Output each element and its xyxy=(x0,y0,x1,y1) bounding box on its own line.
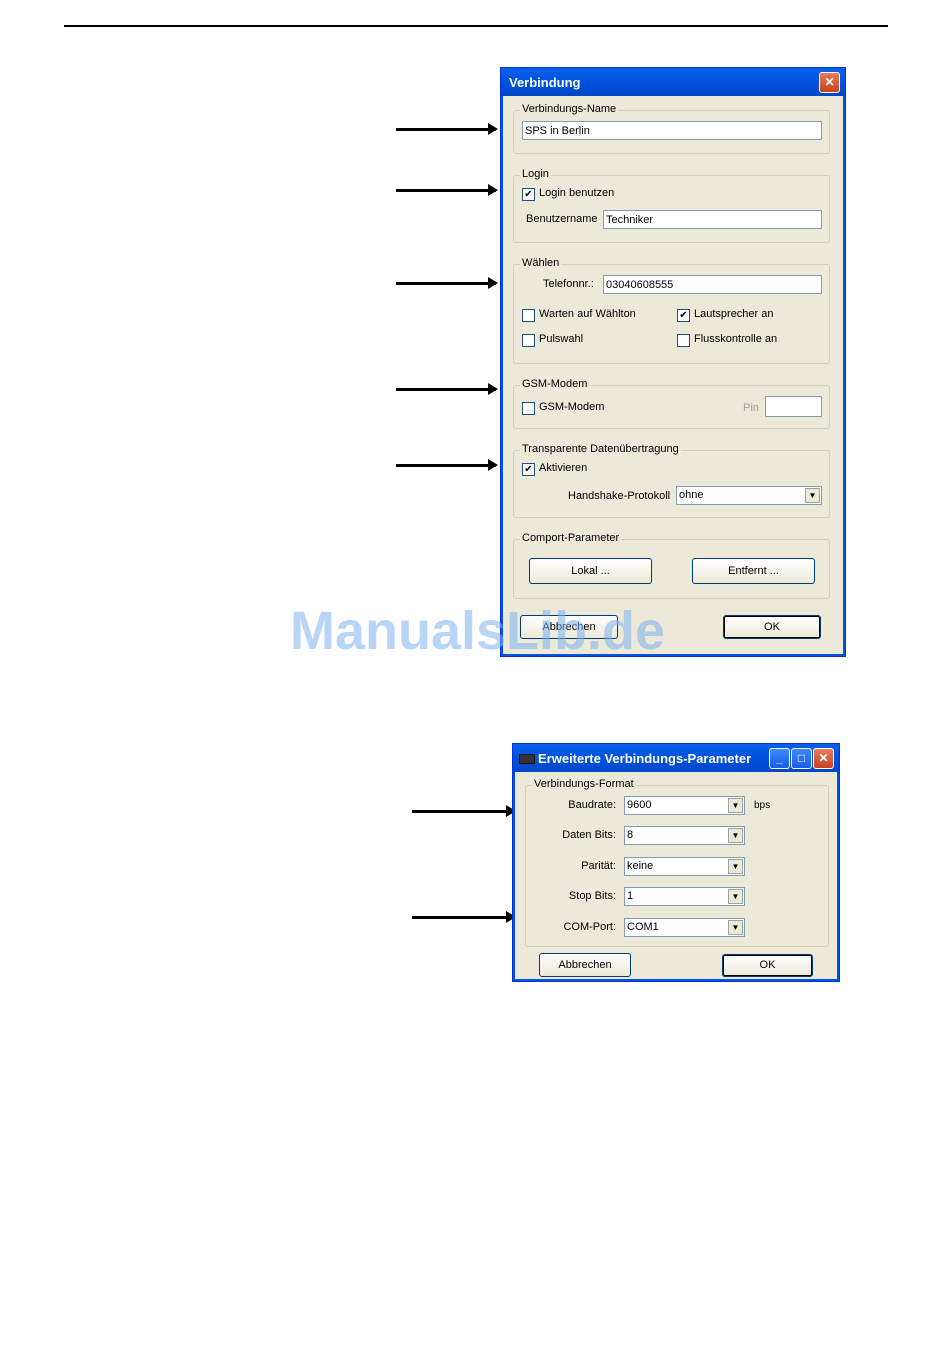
stop-bits-value: 1 xyxy=(627,890,634,902)
baudrate-label: Baudrate: xyxy=(568,799,616,811)
chevron-down-icon[interactable]: ▼ xyxy=(728,828,743,843)
group-legend: Verbindungs-Format xyxy=(532,778,636,790)
pulse-dial-label: Pulswahl xyxy=(539,333,584,345)
username-label: Benutzername xyxy=(526,213,598,225)
pin-label: Pin xyxy=(743,402,759,414)
transparent-transfer-group: Transparente Datenübertragung ✔ Aktivier… xyxy=(513,443,830,518)
handshake-value: ohne xyxy=(679,489,704,501)
chevron-down-icon[interactable]: ▼ xyxy=(728,798,743,813)
stop-bits-select[interactable]: 1 ▼ xyxy=(624,887,745,906)
watermark: ManualsLib.de xyxy=(290,601,666,661)
wait-dialtone-checkbox[interactable] xyxy=(522,309,535,322)
title-bar[interactable]: Erweiterte Verbindungs-Parameter _ □ ✕ xyxy=(513,744,839,772)
baudrate-unit: bps xyxy=(754,800,771,811)
login-checkbox[interactable]: ✔ xyxy=(522,188,535,201)
app-icon xyxy=(519,754,535,764)
wait-dialtone-label: Warten auf Wählton xyxy=(539,308,636,320)
phone-label: Telefonnr.: xyxy=(543,278,594,290)
baudrate-value: 9600 xyxy=(627,799,652,811)
group-legend: GSM-Modem xyxy=(520,378,590,390)
connection-format-group: Verbindungs-Format Baudrate: 9600 ▼ bps … xyxy=(525,778,829,947)
close-icon[interactable]: ✕ xyxy=(819,72,840,93)
top-rule xyxy=(64,25,888,27)
chevron-down-icon[interactable]: ▼ xyxy=(728,920,743,935)
connection-name-input[interactable]: SPS in Berlin xyxy=(522,121,822,140)
ok-button[interactable]: OK xyxy=(722,954,813,977)
pointer-arrow xyxy=(412,805,516,817)
baudrate-select[interactable]: 9600 ▼ xyxy=(624,796,745,815)
activate-label: Aktivieren xyxy=(539,462,588,474)
cancel-button[interactable]: Abbrechen xyxy=(539,953,631,977)
title-bar[interactable]: Verbindung ✕ xyxy=(501,68,845,96)
gsm-modem-group: GSM-Modem GSM-Modem Pin xyxy=(513,378,830,429)
com-port-value: COM1 xyxy=(627,921,659,933)
phone-input[interactable]: 03040608555 xyxy=(603,275,822,294)
activate-checkbox[interactable]: ✔ xyxy=(522,463,535,476)
minimize-icon[interactable]: _ xyxy=(769,748,790,769)
pointer-arrow xyxy=(412,911,516,923)
dial-group: Wählen Telefonnr.: 03040608555 Warten au… xyxy=(513,257,830,364)
data-bits-label: Daten Bits: xyxy=(562,829,616,841)
connection-name-group: Verbindungs-Name SPS in Berlin xyxy=(513,103,830,154)
comport-group: Comport-Parameter Lokal ... Entfernt ... xyxy=(513,532,830,599)
pointer-arrow xyxy=(396,123,498,135)
username-input[interactable]: Techniker xyxy=(603,210,822,229)
chevron-down-icon[interactable]: ▼ xyxy=(805,488,820,503)
handshake-select[interactable]: ohne ▼ xyxy=(676,486,822,505)
group-legend: Transparente Datenübertragung xyxy=(520,443,681,455)
gsm-modem-label: GSM-Modem xyxy=(539,401,605,413)
pointer-arrow xyxy=(396,459,498,471)
dialog-title: Verbindung xyxy=(509,75,581,90)
com-port-select[interactable]: COM1 ▼ xyxy=(624,918,745,937)
pointer-arrow xyxy=(396,277,498,289)
parity-value: keine xyxy=(627,860,654,872)
pin-input[interactable] xyxy=(765,396,822,417)
speaker-label: Lautsprecher an xyxy=(694,308,774,320)
chevron-down-icon[interactable]: ▼ xyxy=(728,859,743,874)
chevron-down-icon[interactable]: ▼ xyxy=(728,889,743,904)
login-group: Login ✔ Login benutzen Benutzername Tech… xyxy=(513,168,830,243)
group-legend: Login xyxy=(520,168,551,180)
flow-control-label: Flusskontrolle an xyxy=(694,333,778,345)
group-legend: Verbindungs-Name xyxy=(520,103,619,115)
close-icon[interactable]: ✕ xyxy=(813,748,834,769)
stop-bits-label: Stop Bits: xyxy=(568,890,616,902)
group-legend: Wählen xyxy=(520,257,562,269)
remote-button[interactable]: Entfernt ... xyxy=(692,558,815,584)
gsm-modem-checkbox[interactable] xyxy=(522,402,535,415)
ok-button[interactable]: OK xyxy=(723,615,821,639)
pointer-arrow xyxy=(396,383,498,395)
local-button[interactable]: Lokal ... xyxy=(529,558,652,584)
cancel-button[interactable]: Abbrechen xyxy=(520,615,618,639)
data-bits-select[interactable]: 8 ▼ xyxy=(624,826,745,845)
dialog-title: Erweiterte Verbindungs-Parameter xyxy=(538,751,752,766)
connection-dialog: Verbindung ✕ Verbindungs-Name SPS in Ber… xyxy=(500,67,846,657)
group-legend: Comport-Parameter xyxy=(520,532,622,544)
maximize-icon[interactable]: □ xyxy=(791,748,812,769)
login-checkbox-label: Login benutzen xyxy=(539,187,615,199)
flow-control-checkbox[interactable] xyxy=(677,334,690,347)
handshake-label: Handshake-Protokoll xyxy=(568,490,671,502)
parity-select[interactable]: keine ▼ xyxy=(624,857,745,876)
pulse-dial-checkbox[interactable] xyxy=(522,334,535,347)
parity-label: Parität: xyxy=(581,860,616,872)
data-bits-value: 8 xyxy=(627,829,634,841)
speaker-checkbox[interactable]: ✔ xyxy=(677,309,690,322)
extended-parameters-dialog: Erweiterte Verbindungs-Parameter _ □ ✕ V… xyxy=(512,743,840,982)
pointer-arrow xyxy=(396,184,498,196)
com-port-label: COM-Port: xyxy=(563,921,616,933)
